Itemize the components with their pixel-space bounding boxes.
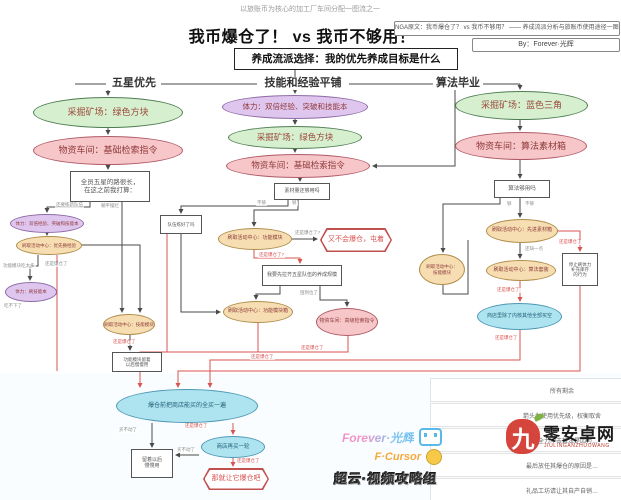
event-center-module: 刷取活动中心：功能模块 xyxy=(218,228,292,250)
edge-label: 功能模块吃太多 xyxy=(2,263,36,269)
watermark-caption: JIULINGANZHUOWANG xyxy=(544,443,610,449)
edge-connector xyxy=(207,330,521,388)
edge-label: 还缺一点 xyxy=(524,246,544,252)
edge-connector xyxy=(440,198,501,253)
credit-cursor-name: F·Cursor xyxy=(374,451,421,463)
event-center-algo-set: 刷取活动中心：算法套装 xyxy=(486,260,556,281)
shop-buyout-right: 商店里除了内核其他全部买空 xyxy=(477,303,562,330)
branch-algorithm: 算法毕业 xyxy=(434,77,482,90)
edge-connector xyxy=(372,84,456,169)
shop-buy-again: 商店再买一轮 xyxy=(201,436,265,458)
edge-label: 还是爆仓了 xyxy=(112,339,137,345)
edge-label: 囤到位了 xyxy=(299,290,319,296)
branch-five-star: 五星优先 xyxy=(107,77,161,90)
nga-icon xyxy=(426,449,442,465)
subtitle-box: 养成流派选择：我的优先养成目标是什么 xyxy=(234,48,458,70)
credit-team-row: 超云·视频攻略组 xyxy=(330,468,442,487)
credit-cursor-row: F·Cursor xyxy=(300,449,442,465)
edge-label: 还是爆仓了 xyxy=(236,458,261,464)
algo-enough-box: 算法够用吗 xyxy=(494,180,550,198)
edge-label: 买不动了 xyxy=(176,447,196,453)
stamina-exp-mid: 体力：双倍经验、突破和技能本 xyxy=(222,95,368,119)
hex-wont-overflow-text: 又不会爆仓，屯着 xyxy=(321,229,391,251)
watermark-brand: 零安卓网 xyxy=(543,425,615,445)
edge-label: 买不动了 xyxy=(118,427,138,433)
credit-forever-row: Forever·光辉 xyxy=(300,428,442,446)
keep-for-later-box: 留着以后 慢慢用 xyxy=(131,449,173,478)
byline-box: By：Forever·光辉 xyxy=(472,38,620,52)
raise-five-star-box: 我要先拉齐五星队伍的养成规模 xyxy=(262,265,342,286)
edge-label: 还是爆仓了 xyxy=(184,423,209,429)
workshop-basic-2: 物资车间：基础检索指令 xyxy=(226,154,370,178)
edge-label: 够 xyxy=(291,200,298,206)
edge-label: 还是爆仓了 xyxy=(250,354,275,360)
page-title: 我币爆仓了！ vs 我币不够用！ xyxy=(188,29,416,46)
edge-label: 够 xyxy=(506,201,513,207)
bilibili-icon xyxy=(419,428,442,446)
material-enough-box: 素材量还够用吗 xyxy=(274,183,330,200)
team-ready-box: 队伍练好了吗 xyxy=(160,215,202,234)
edge-connector xyxy=(253,250,303,264)
edge-label: 还是爆仓了 xyxy=(494,335,519,341)
watermark-seal: 九 xyxy=(506,419,540,454)
source-note-box: NGA原文：我币爆仓了？ vs 我币不够用？ —— 养成流派分析与旅账币使用途径… xyxy=(394,21,620,36)
event-center-skill-module: 刷取活动中心：技能模块 xyxy=(103,314,155,335)
edge-label: 还是爆仓了 xyxy=(300,345,325,351)
edge-connector xyxy=(175,286,581,388)
edge-label: 吃不下了 xyxy=(3,303,23,309)
edge-label: 不够 xyxy=(524,201,535,207)
hex-let-it-overflow-text: 那就让它爆仓吧 xyxy=(204,469,268,489)
mine-green-2: 采掘矿场：绿色方块 xyxy=(228,126,362,149)
edge-label: 不够 xyxy=(256,200,267,206)
edge-connector xyxy=(180,234,221,315)
edge-label: 躺平摆烂 xyxy=(100,203,120,209)
module-keep-box: 功能模块留着 以后慢慢用 xyxy=(112,352,162,372)
edge-connector xyxy=(253,286,281,300)
workshop-basic-1: 物资车间：基础检索指令 xyxy=(33,136,183,165)
edge-connector xyxy=(80,244,143,313)
credit-team-name: 超云·视频攻略组 xyxy=(333,471,439,486)
edge-label: 还是爆仓了 xyxy=(558,239,583,245)
stop-farming-box: 停止刷体力 补充库存 的行为 xyxy=(562,253,598,286)
edge-connector xyxy=(442,240,469,295)
event-center-skill-right: 刷取活动中心： 技能模块 xyxy=(419,254,465,285)
edge-connector xyxy=(319,286,350,307)
stamina-exp-left: 体力：双倍经验、突破和技能本 xyxy=(10,214,84,233)
edge-label: 还是爆仓了 xyxy=(44,261,69,267)
legend-row-5: 礼品工坊请让其自产自销… xyxy=(430,478,621,500)
edge-connector xyxy=(178,200,289,214)
branch-skill-exp: 技能和经验平铺 xyxy=(258,77,348,90)
page-tagline: 以旅账币为核心的加工厂车间分配一图流之一 xyxy=(240,6,380,13)
mine-blue: 采掘矿场：蓝色三角 xyxy=(455,91,588,120)
workshop-algo: 物资车间：算法素材箱 xyxy=(455,132,587,160)
edge-label: 还要练新队伍 xyxy=(55,202,84,208)
event-center-module-box: 刷取活动中心：功能模块箱 xyxy=(223,301,293,323)
watermark: 九 零安卓网 JIULINGANZHUOWANG xyxy=(506,412,618,462)
event-center-exp: 刷取活动中心：优先换经验 xyxy=(16,236,82,255)
edge-label: 还是爆仓了? xyxy=(294,230,322,236)
shop-buyout-bottom: 爆仓前把商店能买的全买一遍 xyxy=(116,389,258,423)
mine-green-1: 采掘矿场：绿色方块 xyxy=(33,97,183,128)
edge-connector xyxy=(251,200,299,227)
workshop-advanced: 物资车间：高级检索指令 xyxy=(316,308,378,336)
stamina-skill: 体力：刷技能本 xyxy=(5,282,57,302)
hex-let-it-overflow: 那就让它爆仓吧 xyxy=(203,468,269,490)
event-center-adv-box: 刷取活动中心：先进素材箱 xyxy=(486,219,558,243)
hex-wont-overflow: 又不会爆仓，屯着 xyxy=(320,228,392,252)
legend-row-1: 所有剩余 xyxy=(430,378,621,402)
edge-label: 还是爆仓了 xyxy=(496,287,521,293)
edge-label: 还是爆仓了? xyxy=(258,252,286,258)
credit-forever-name: Forever·光辉 xyxy=(341,430,414,445)
five-star-plan-box: 全员五星的路很长， 在这之前我打算： xyxy=(70,171,150,202)
edge-connector xyxy=(137,336,349,388)
